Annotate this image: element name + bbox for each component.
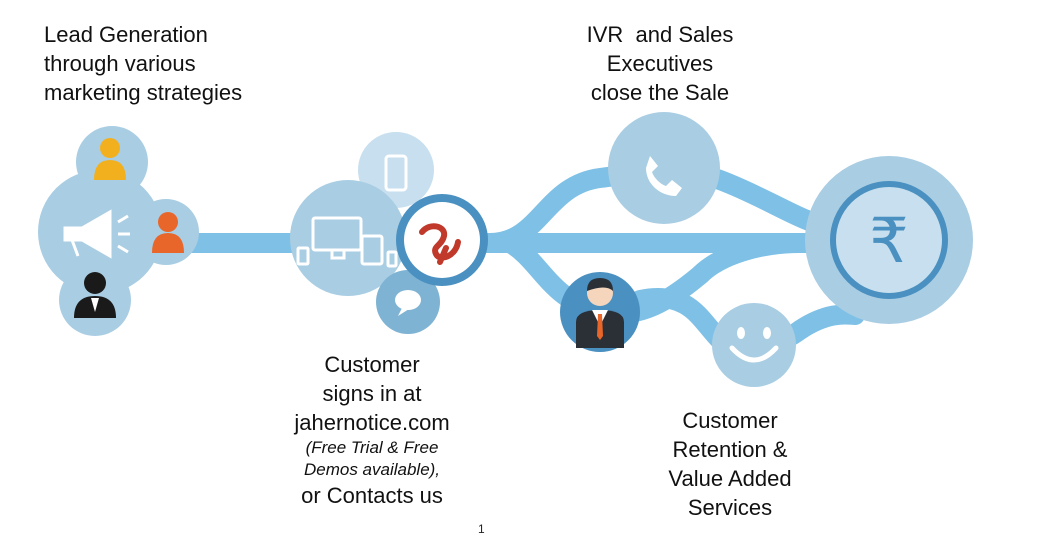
retention-line-1: Customer: [682, 408, 778, 433]
smiley-cluster: [712, 303, 796, 387]
signin-italic-1: (Free Trial & Free: [305, 438, 439, 457]
smiley-circle: [712, 303, 796, 387]
ivr-line-3: close the Sale: [590, 80, 730, 105]
lead-generation-label: Lead Generation through various marketin…: [44, 20, 242, 107]
retention-line-2: Retention &: [672, 437, 788, 462]
lead-line-2: through various: [44, 51, 196, 76]
rupee-ring: [830, 181, 948, 299]
devices-icon: [296, 216, 398, 268]
phone-icon: [646, 156, 682, 196]
executive-cluster: [560, 272, 640, 352]
ivr-sales-label: IVR and Sales Executives close the Sale: [560, 20, 760, 107]
rupee-icon: ₹: [869, 204, 908, 277]
phone-circle: [608, 112, 720, 224]
executive-icon: [576, 278, 624, 348]
retention-label: Customer Retention & Value Added Service…: [640, 406, 820, 522]
ivr-line-1: IVR and Sales: [586, 22, 734, 47]
rupee-cluster: ₹: [805, 156, 973, 324]
signin-site: jahernotice.com: [294, 410, 450, 435]
retention-line-3: Value Added: [668, 466, 792, 491]
user-orange-icon: [152, 212, 184, 253]
signin-line-last: or Contacts us: [301, 483, 443, 508]
signin-italic-2: Demos available),: [303, 460, 441, 479]
lead-generation-cluster: [38, 126, 199, 336]
brand-logo-icon: [419, 223, 461, 265]
lawyer-icon: [74, 272, 116, 318]
megaphone-icon: [63, 209, 130, 259]
page-number: 1: [478, 522, 485, 536]
user-yellow-icon: [94, 138, 126, 180]
ivr-cluster: [608, 112, 720, 224]
chat-bubble-icon: [395, 290, 421, 316]
signin-line-2: signs in at: [322, 381, 422, 406]
tablet-icon: [384, 154, 408, 192]
smiley-icon: [729, 327, 779, 363]
customer-signin-label: Customer signs in at jahernotice.com (Fr…: [262, 350, 482, 510]
ivr-line-2: Executives: [606, 51, 714, 76]
devices-circle: [290, 180, 406, 296]
signin-line-1: Customer: [324, 352, 420, 377]
retention-line-4: Services: [687, 495, 773, 520]
lead-line-1: Lead Generation: [44, 22, 208, 47]
user-orange-circle: [133, 199, 199, 265]
lead-line-3: marketing strategies: [44, 80, 243, 105]
signin-cluster: [290, 132, 488, 334]
